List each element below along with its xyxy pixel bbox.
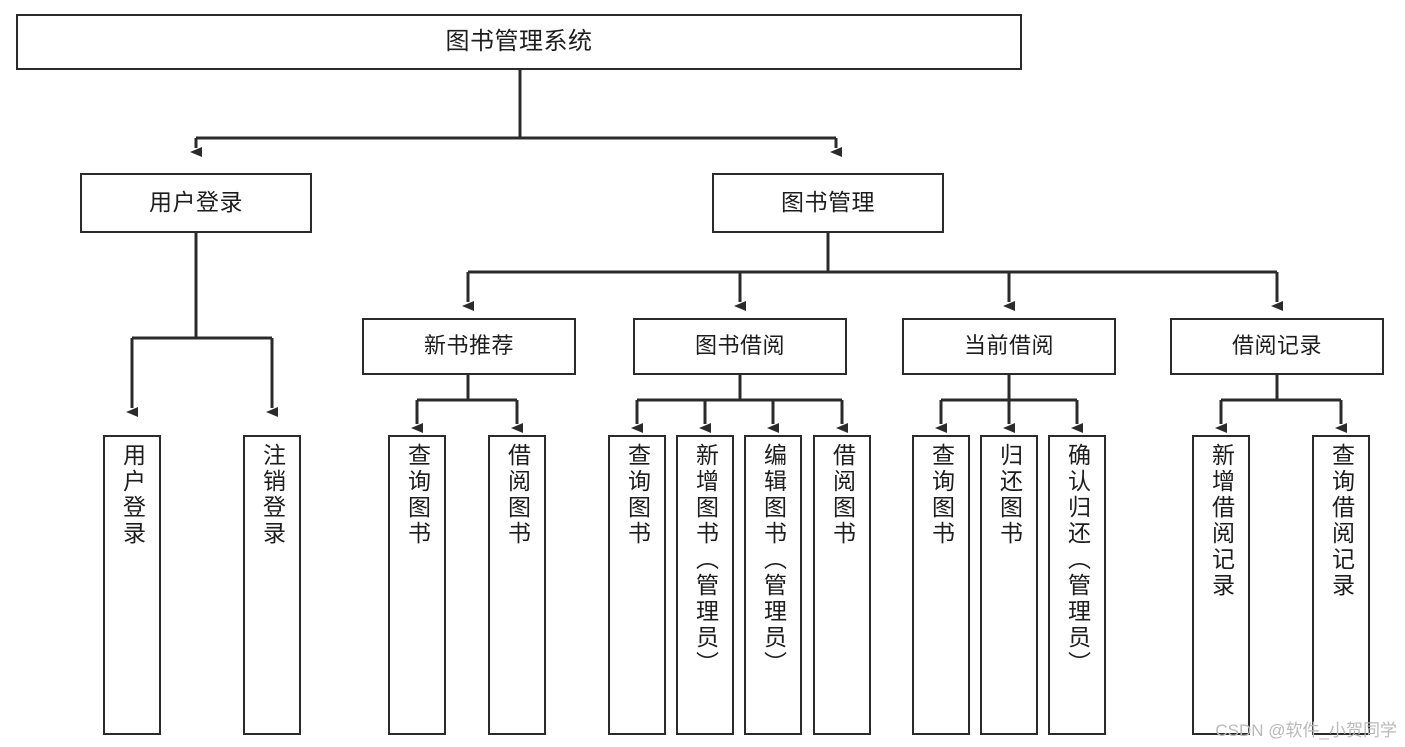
leaf-new-book-borrow-book[interactable]: 借阅图书 — [488, 435, 546, 735]
node-label: 新增图书（管理员） — [692, 443, 719, 677]
node-label: 新书推荐 — [423, 333, 514, 359]
csdn-watermark: CSDN @软件_小贺同学 — [1215, 721, 1397, 740]
leaf-new-book-query-book[interactable]: 查询图书 — [388, 435, 446, 735]
leaf-book-borrow-add-book-admin[interactable]: 新增图书（管理员） — [676, 435, 734, 735]
node-current-borrowing[interactable]: 当前借阅 — [902, 318, 1116, 375]
node-label: 图书管理 — [781, 189, 875, 216]
leaf-book-borrow-borrow-book[interactable]: 借阅图书 — [813, 435, 871, 735]
leaf-current-borrow-confirm-return-admin[interactable]: 确认归还（管理员） — [1048, 435, 1106, 735]
node-label: 查询借阅记录 — [1328, 443, 1355, 599]
node-label: 归还图书 — [996, 443, 1023, 547]
node-label: 查询图书 — [928, 443, 955, 547]
leaf-current-borrow-return-book[interactable]: 归还图书 — [980, 435, 1038, 735]
node-label: 借阅图书 — [504, 443, 531, 547]
node-label: 查询图书 — [404, 443, 431, 547]
node-label: 查询图书 — [624, 443, 651, 547]
leaf-book-borrow-edit-book-admin[interactable]: 编辑图书（管理员） — [744, 435, 802, 735]
leaf-user-login-login[interactable]: 用户登录 — [103, 435, 161, 735]
node-borrowing-record[interactable]: 借阅记录 — [1170, 318, 1384, 375]
node-label: 用户登录 — [119, 443, 146, 547]
leaf-book-borrow-query-book[interactable]: 查询图书 — [608, 435, 666, 735]
node-label: 注销登录 — [259, 443, 286, 547]
node-label: 当前借阅 — [963, 333, 1054, 359]
node-book-borrowing[interactable]: 图书借阅 — [633, 318, 847, 375]
node-label: 确认归还（管理员） — [1064, 443, 1091, 677]
node-new-book-recommendation[interactable]: 新书推荐 — [362, 318, 576, 375]
leaf-borrow-record-query-record[interactable]: 查询借阅记录 — [1312, 435, 1370, 735]
node-label: 图书借阅 — [694, 333, 785, 359]
node-user-login[interactable]: 用户登录 — [80, 173, 312, 233]
node-label: 图书管理系统 — [445, 27, 593, 55]
node-label: 新增借阅记录 — [1208, 443, 1235, 599]
leaf-borrow-record-add-record[interactable]: 新增借阅记录 — [1192, 435, 1250, 735]
node-label: 编辑图书（管理员） — [760, 443, 787, 677]
node-label: 借阅图书 — [829, 443, 856, 547]
node-root-book-management-system[interactable]: 图书管理系统 — [16, 14, 1022, 70]
node-label: 用户登录 — [149, 189, 243, 216]
node-book-management[interactable]: 图书管理 — [712, 173, 944, 233]
leaf-user-login-logout[interactable]: 注销登录 — [243, 435, 301, 735]
leaf-current-borrow-query-book[interactable]: 查询图书 — [912, 435, 970, 735]
node-label: 借阅记录 — [1231, 333, 1322, 359]
